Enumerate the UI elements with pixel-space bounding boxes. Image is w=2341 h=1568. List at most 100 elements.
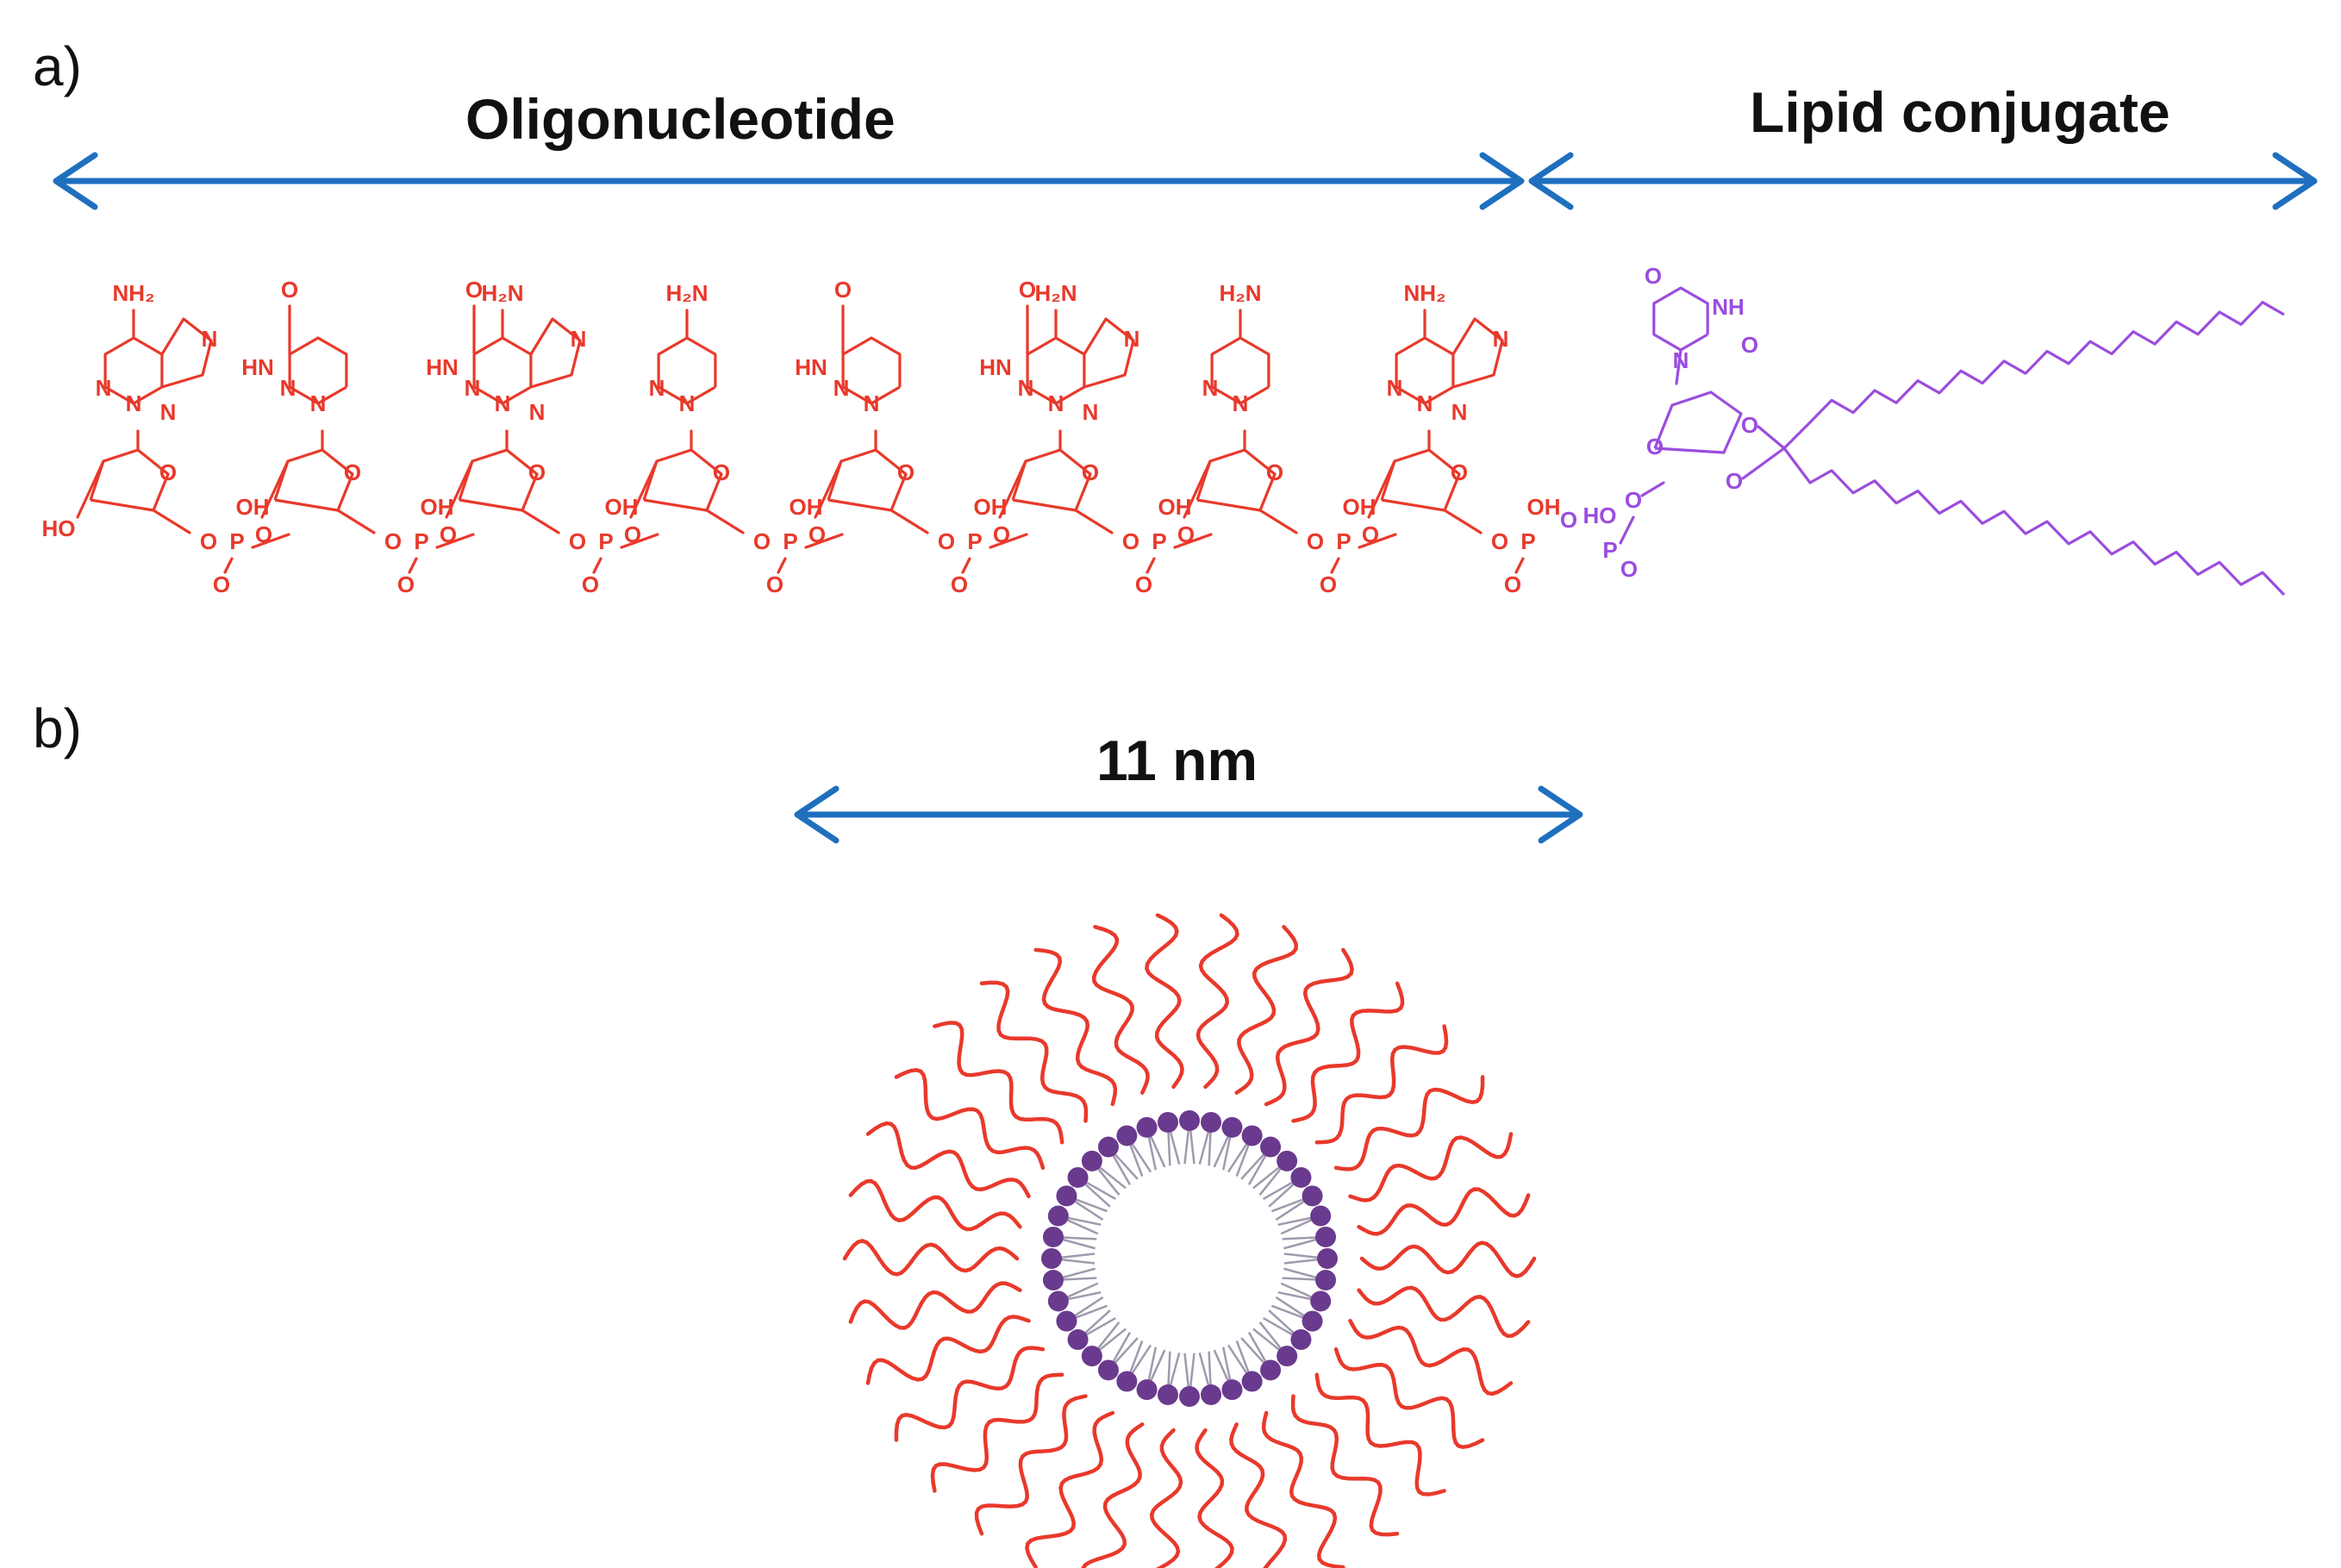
linker-oxygen: O [808, 522, 826, 547]
nitrogen-label: N [1673, 347, 1689, 373]
nitrogen-label: N [1387, 375, 1403, 401]
c3-bond [1183, 459, 1212, 519]
oligonucleotide-label: Oligonucleotide [465, 87, 896, 151]
ketal-bond [1757, 425, 1786, 450]
lipid-head-group [1157, 1111, 1178, 1133]
oligo-strand [930, 1372, 1064, 1493]
oligo-strand [1264, 947, 1354, 1107]
ketal-oxygen: O [1741, 412, 1758, 438]
lipid-head-group [1047, 1205, 1069, 1227]
amine-label: NH₂ [112, 280, 154, 306]
phosphate-oh: OH [1158, 494, 1192, 520]
oligo-strand [894, 1346, 1046, 1442]
lipid-head-group [1290, 1329, 1312, 1351]
oligo-strand [1229, 1422, 1288, 1568]
phosphate-oxygen: O [1620, 556, 1638, 582]
lipid-head-group [1241, 1371, 1263, 1392]
phosphate-oh: OH [1343, 494, 1377, 520]
c5-bond [336, 509, 376, 534]
ketal-oxygen: O [1726, 468, 1743, 494]
lipid-head-group [1201, 1384, 1222, 1406]
phosphate-oxygen: O [1307, 528, 1324, 554]
oligo-strand [1081, 1422, 1145, 1568]
panel-b-label: b) [33, 697, 82, 759]
lipid-head-group [1179, 1110, 1200, 1131]
oligo-strand [1145, 913, 1184, 1090]
phosphate-oxygen: O [569, 528, 586, 554]
phosphate-oxygen: O [397, 572, 415, 597]
nitrogen-label: N [495, 390, 511, 416]
sugar-ring [458, 448, 539, 512]
lipid-head-group [1081, 1346, 1102, 1367]
lipid-head-group [1221, 1379, 1243, 1401]
base-ring [657, 336, 717, 405]
nh-label: HN [979, 354, 1012, 380]
p-o-double-bond [1514, 557, 1525, 574]
nh-label: HN [795, 354, 827, 380]
oligo-strand [1291, 981, 1405, 1123]
phosphorus-label: P [414, 528, 428, 554]
size-label: 11 nm [1096, 728, 1258, 792]
p-o-double-bond [1146, 557, 1156, 574]
oligo-strand [1348, 1132, 1514, 1203]
oligo-strand [1234, 925, 1298, 1095]
phosphate-oxygen: O [951, 572, 968, 597]
amine-label: H₂N [1219, 280, 1261, 306]
nitrogen-label: N [126, 390, 142, 416]
linker-oxygen: O [1362, 522, 1379, 547]
linker-oxygen: O [255, 522, 272, 547]
nh-label: NH [1712, 294, 1745, 320]
phosphate-bond [1640, 481, 1665, 497]
oligo-strand [1348, 1318, 1514, 1396]
lipid-head-group [1136, 1116, 1158, 1138]
linker-oxygen: O [624, 522, 641, 547]
ring-oxygen: O [1082, 459, 1099, 485]
ring-oxygen: O [1266, 459, 1283, 485]
phosphorus-label: P [1152, 528, 1166, 554]
nitrogen-label: N [1048, 390, 1064, 416]
micelle-illustration [842, 913, 1537, 1568]
lipid-head-group [1290, 1166, 1312, 1188]
linker-oxygen: O [993, 522, 1010, 547]
nitrogen-label: N [310, 390, 327, 416]
lipid-head-group [1317, 1248, 1338, 1269]
nitrogen-label: N [202, 326, 218, 352]
sugar-ring [827, 448, 908, 512]
nitrogen-label: N [864, 390, 880, 416]
lipid-head-group [1277, 1150, 1298, 1171]
carbonyl-oxygen: O [465, 277, 483, 303]
nitrogen-label: N [160, 399, 177, 425]
c3-bond [260, 459, 290, 519]
nitrogen-label: N [1083, 399, 1099, 425]
oligo-strand [933, 1021, 1064, 1145]
phosphorus-label: P [783, 528, 797, 554]
hydroxyl-label: HO [42, 515, 76, 541]
carbonyl-oxygen: O [1741, 332, 1758, 358]
carbonyl-oxygen: O [281, 277, 298, 303]
nitrogen-label: N [571, 326, 587, 352]
lipid-head-group [1260, 1359, 1282, 1381]
lipid-head-group [1056, 1310, 1077, 1332]
phosphate-oh: OH [790, 494, 823, 520]
lipid-head-group [1097, 1359, 1119, 1381]
lipid-head-group [1310, 1290, 1332, 1312]
p-o-double-bond [408, 557, 418, 574]
phosphodiester-bond [804, 533, 844, 549]
phosphate-oxygen: O [938, 528, 955, 554]
oligo-strand [865, 1315, 1031, 1385]
nitrogen-label: N [649, 375, 665, 401]
lipid-head-group [1302, 1185, 1323, 1207]
phosphorus-label: P [598, 528, 613, 554]
oligo-strand [974, 1394, 1088, 1536]
lipid-head-group [1116, 1371, 1138, 1392]
c3-bond [445, 459, 474, 519]
p-o-double-bond [223, 557, 234, 574]
ring-oxygen: O [713, 459, 730, 485]
lipid-head-group [1136, 1379, 1158, 1401]
ketal-bond [1741, 447, 1786, 480]
lipid-head-group [1056, 1185, 1077, 1207]
lipid-head-group [1157, 1384, 1178, 1406]
c5-bond [705, 509, 745, 534]
